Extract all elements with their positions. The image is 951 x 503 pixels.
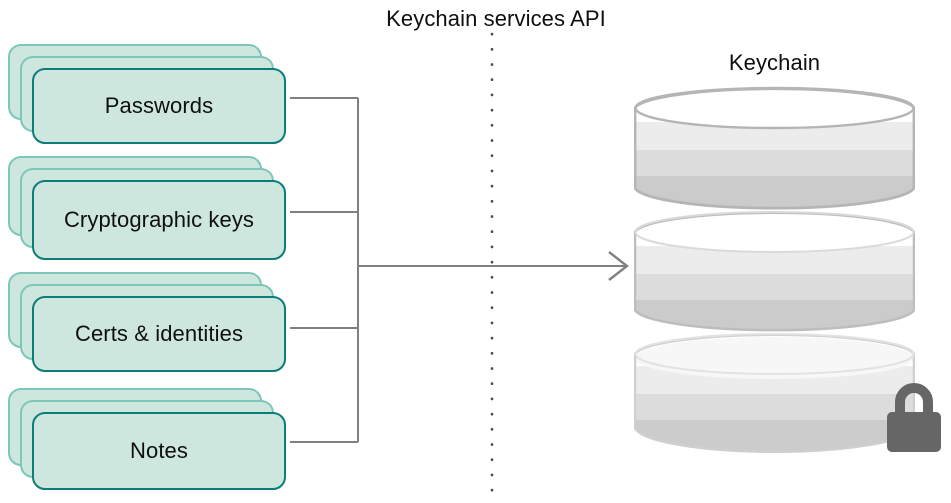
card-label-cryptographic-keys: Cryptographic keys bbox=[63, 206, 255, 232]
item-stack-passwords: Passwords bbox=[8, 44, 298, 144]
keychain-segment-middle bbox=[634, 210, 915, 338]
keychain-segment-top bbox=[634, 86, 915, 216]
card-cryptographic-keys[interactable]: Cryptographic keys bbox=[32, 180, 286, 260]
item-stack-notes: Notes bbox=[8, 388, 298, 490]
card-label-certs-identities: Certs & identities bbox=[74, 320, 244, 346]
arrow-head-icon bbox=[608, 251, 629, 281]
card-certs-identities[interactable]: Certs & identities bbox=[32, 296, 286, 372]
diagram-title: Keychain services API bbox=[386, 6, 606, 31]
card-label-notes: Notes bbox=[130, 437, 188, 463]
card-notes[interactable]: Notes bbox=[32, 412, 286, 490]
keychain-segment-bottom bbox=[634, 332, 915, 456]
lock-icon bbox=[882, 382, 946, 459]
keychain-label: Keychain bbox=[728, 50, 821, 75]
item-stack-certs-identities: Certs & identities bbox=[8, 272, 298, 372]
item-stack-cryptographic-keys: Cryptographic keys bbox=[8, 156, 298, 260]
card-passwords[interactable]: Passwords bbox=[32, 68, 286, 144]
card-label-passwords: Passwords bbox=[104, 92, 214, 118]
